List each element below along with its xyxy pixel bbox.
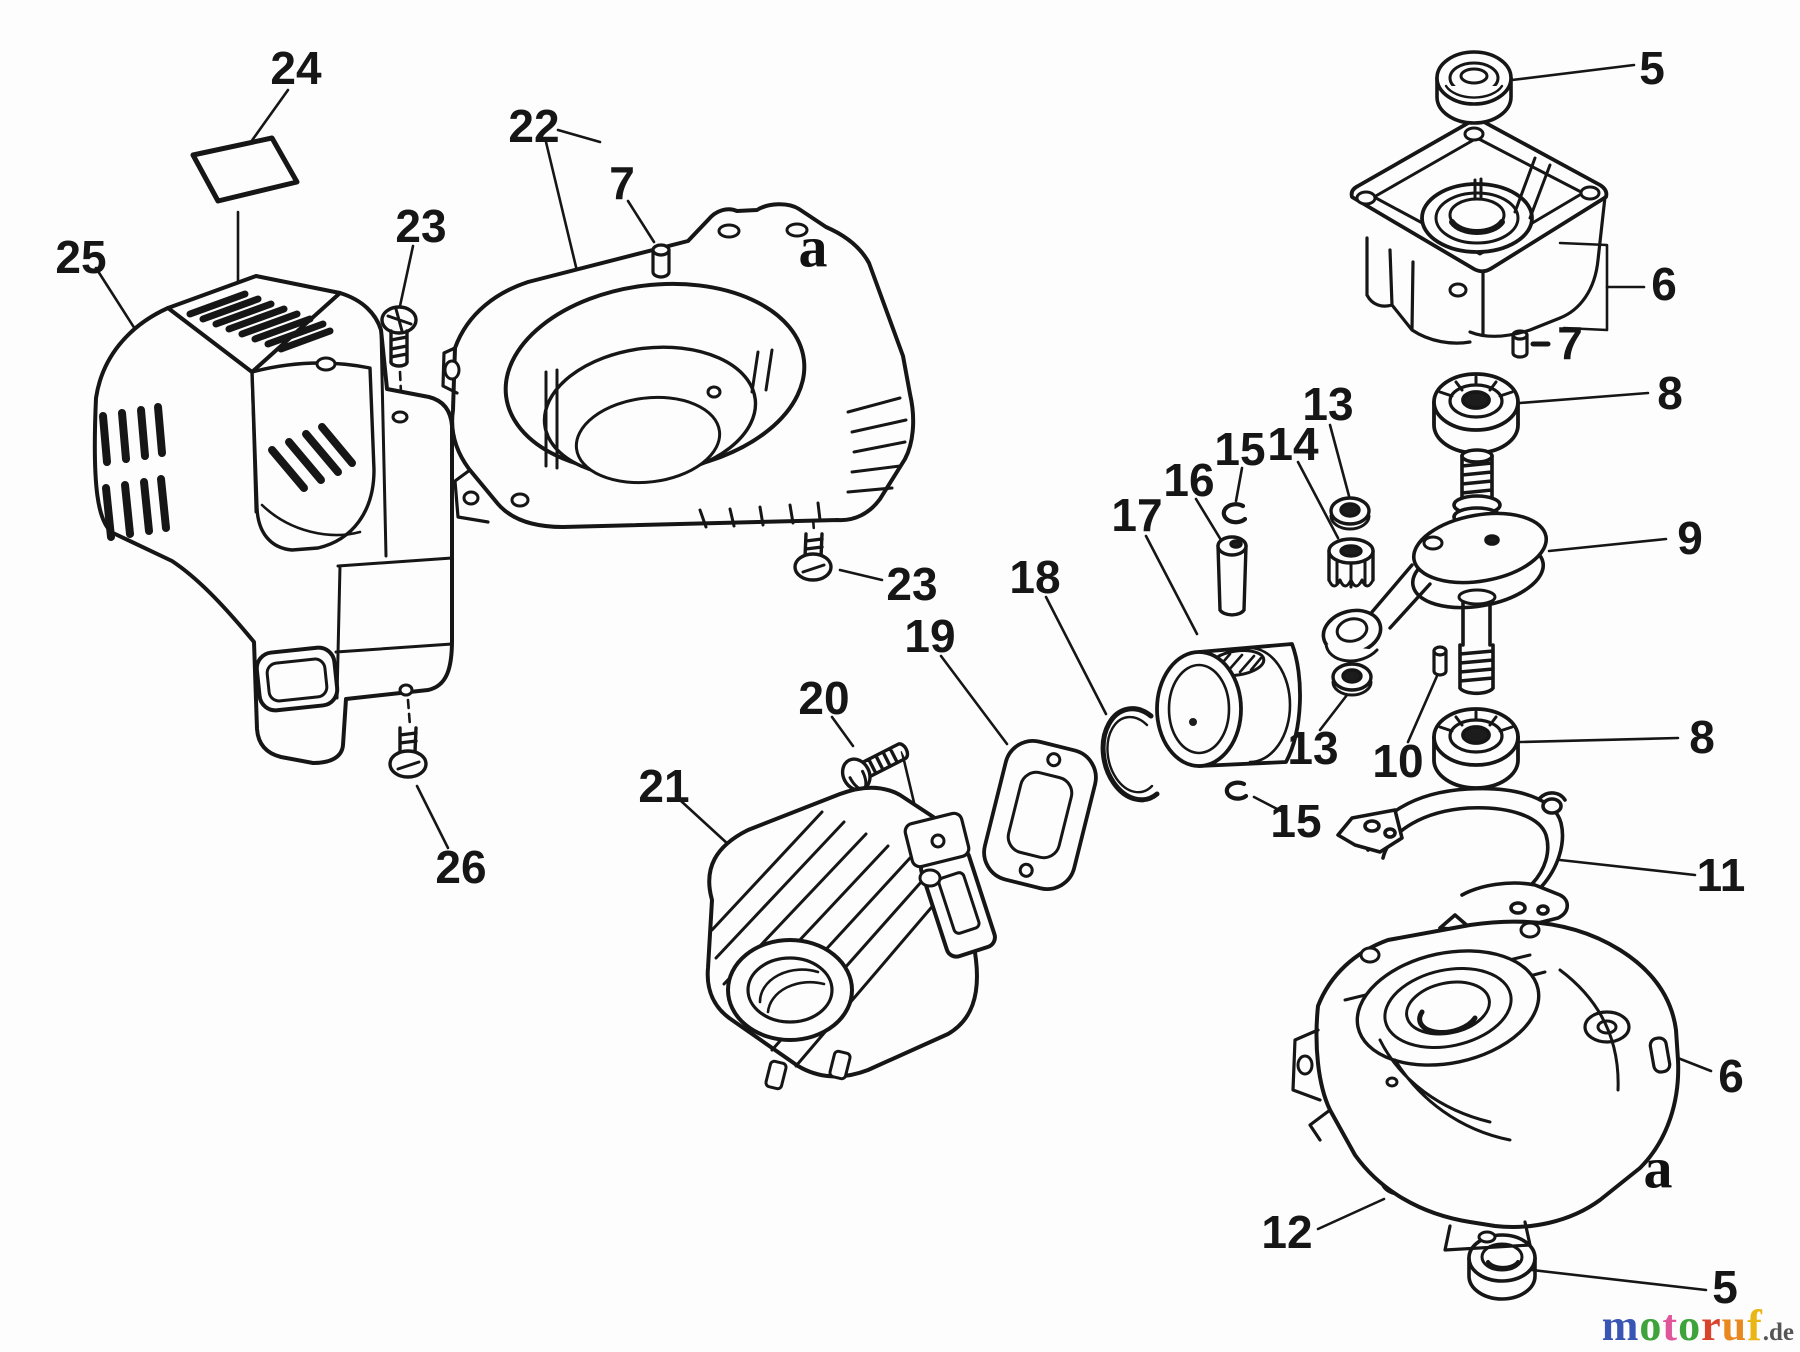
callout-7-top: 7 [609, 157, 635, 209]
part-bearing-top [1432, 372, 1520, 455]
part-needle-bearing [1327, 537, 1375, 589]
callout-8-top: 8 [1657, 367, 1683, 419]
callout-22: 22 [508, 100, 559, 152]
callout-26: 26 [435, 841, 486, 893]
part-bolt-20 [840, 742, 910, 792]
part-wrist-pin [1216, 535, 1248, 617]
watermark-word: motoruf [1602, 1301, 1763, 1350]
part-bearing-bottom [1432, 707, 1520, 790]
part-screw-23-top [380, 305, 418, 368]
part-gasket [982, 739, 1098, 891]
watermark-logo: motoruf.de [1602, 1304, 1794, 1348]
callout-20: 20 [798, 672, 849, 724]
part-circlip-bottom [1224, 780, 1249, 801]
callout-13-top: 13 [1302, 378, 1353, 430]
part-fan-housing [441, 202, 916, 529]
callout-23-mid: 23 [886, 558, 937, 610]
part-engine-cover [92, 274, 454, 765]
part-crankcase-upper [1349, 118, 1609, 345]
callout-24: 24 [270, 42, 322, 94]
callout-labels: 24 25 23 22 7 a 5 6 7 8 13 15 14 16 17 9… [55, 42, 1745, 1313]
callout-15-bottom: 15 [1270, 795, 1321, 847]
part-screw-23-mid [793, 532, 833, 582]
callout-7-right: 7 [1557, 317, 1583, 369]
housing-ribs [698, 396, 908, 529]
cover-top-vents [186, 290, 334, 353]
part-circlip-top [1221, 502, 1248, 525]
callout-17: 17 [1111, 489, 1162, 541]
part-washer-bottom [1331, 662, 1373, 697]
callout-16: 16 [1163, 454, 1214, 506]
cover-side-vents [99, 403, 170, 541]
part-screw-26 [388, 726, 428, 779]
watermark-letter: r [1701, 1301, 1722, 1350]
callout-21: 21 [638, 760, 689, 812]
callout-9: 9 [1677, 512, 1703, 564]
cover-inner-vents [268, 423, 356, 492]
callout-13-bottom: 13 [1287, 722, 1338, 774]
callout-23-top: 23 [395, 200, 446, 252]
callout-18: 18 [1009, 551, 1060, 603]
watermark-suffix: .de [1762, 1319, 1794, 1346]
watermark-letter: t [1662, 1301, 1679, 1350]
part-pin-7-top [651, 243, 671, 279]
ref-letter-a-top: a [799, 215, 828, 280]
watermark-letter: o [1678, 1301, 1702, 1350]
part-piston [1155, 642, 1302, 768]
part-pin-10 [1432, 645, 1448, 677]
part-washer-top [1329, 496, 1371, 531]
callout-25: 25 [55, 231, 106, 283]
callout-15-top: 15 [1214, 423, 1265, 475]
watermark-letter: u [1721, 1301, 1748, 1350]
part-crankshaft [1321, 448, 1549, 696]
callout-5-top: 5 [1639, 42, 1665, 94]
part-label-sticker [190, 135, 300, 204]
ref-letter-a-bottom: a [1644, 1136, 1673, 1201]
watermark-letter: m [1601, 1301, 1640, 1350]
part-cylinder [705, 785, 997, 1091]
callout-14: 14 [1267, 418, 1319, 470]
part-clamp [1336, 786, 1570, 932]
callout-11: 11 [1697, 849, 1746, 901]
callout-5-bottom: 5 [1712, 1261, 1738, 1313]
callout-19: 19 [904, 610, 955, 662]
watermark-letter: o [1639, 1301, 1663, 1350]
part-snap-ring [1100, 706, 1160, 803]
part-crankcase-lower [1291, 919, 1681, 1252]
callout-8-bottom: 8 [1689, 711, 1715, 763]
watermark-letter: f [1747, 1301, 1763, 1350]
callout-10: 10 [1372, 735, 1423, 787]
callout-12: 12 [1261, 1206, 1312, 1258]
part-oil-seal-top [1435, 50, 1513, 125]
callout-6-top: 6 [1651, 258, 1677, 310]
callout-6-bottom: 6 [1718, 1050, 1744, 1102]
